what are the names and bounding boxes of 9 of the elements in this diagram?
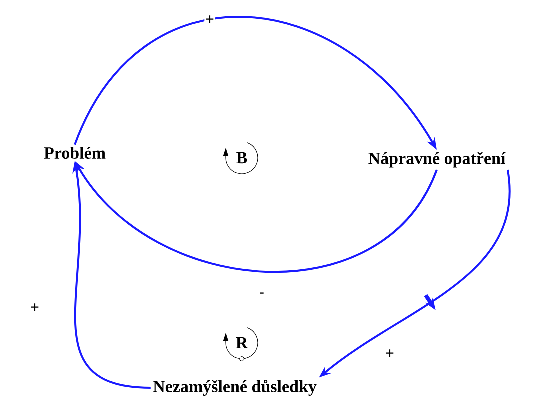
variable-label: Nápravné opatření	[368, 152, 506, 168]
polarity-sign: +	[204, 14, 216, 26]
variable-label: Nezamýšlené důsledky	[153, 380, 317, 396]
loop-label: R	[236, 337, 248, 349]
polarity-sign: +	[384, 348, 396, 360]
variable-label: Problém	[44, 147, 106, 159]
loop-label: B	[236, 152, 248, 164]
polarity-sign: -	[258, 292, 266, 298]
polarity-sign: +	[30, 302, 40, 314]
